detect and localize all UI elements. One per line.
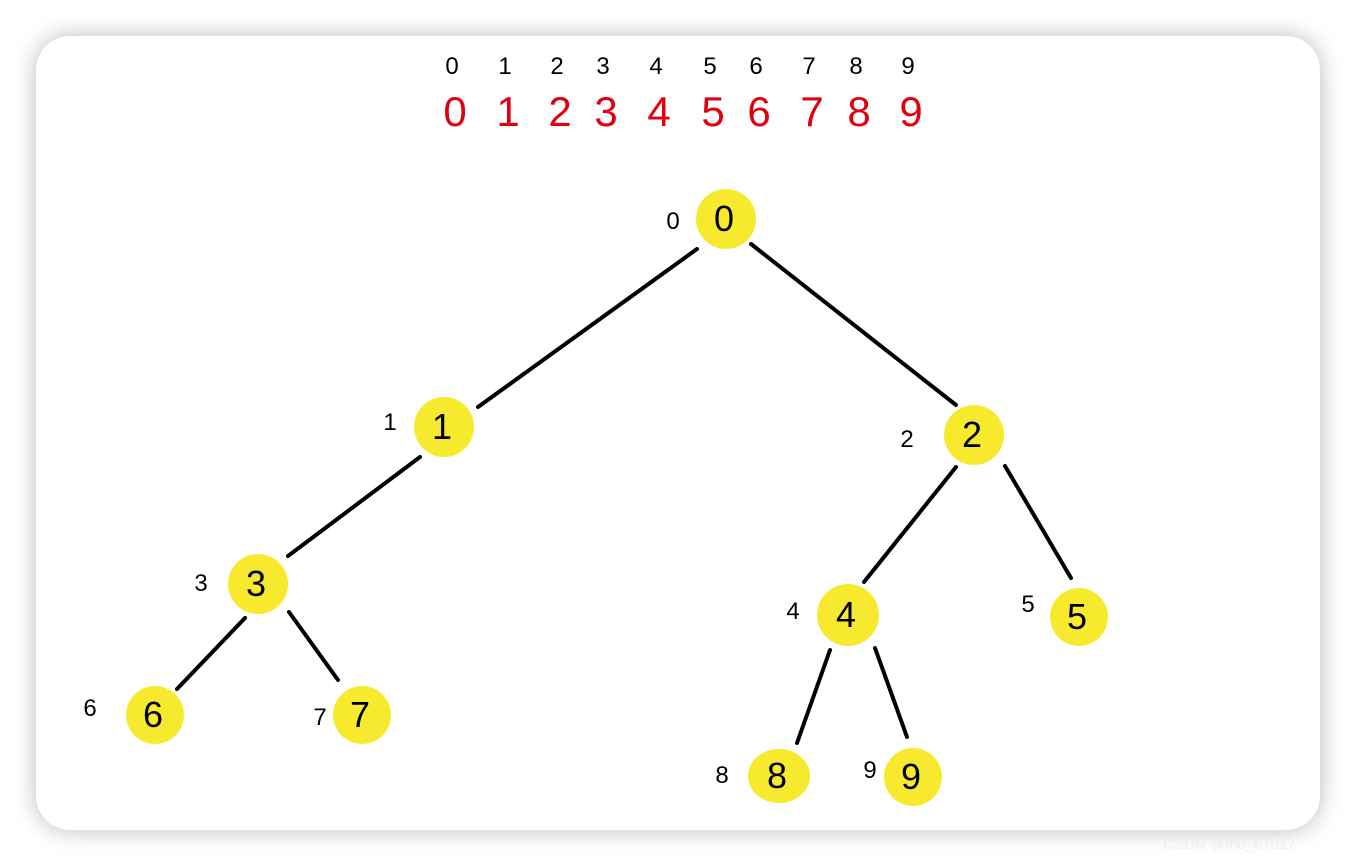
diagram-card <box>36 36 1320 830</box>
node-index-label: 9 <box>863 757 876 784</box>
node-circle <box>414 397 474 457</box>
array-index-2: 2 <box>550 53 563 80</box>
node-value: 4 <box>836 594 856 635</box>
node-value: 9 <box>901 756 921 797</box>
tree-node-2: 22 <box>900 405 1004 465</box>
node-index-label: 5 <box>1021 591 1034 618</box>
array-value-7: 7 <box>800 88 823 135</box>
node-index-label: 4 <box>786 598 799 625</box>
edge-2-4 <box>862 465 958 584</box>
node-circle <box>333 686 391 744</box>
node-index-label: 0 <box>666 208 679 235</box>
tree-node-6: 66 <box>83 686 184 744</box>
node-value: 7 <box>350 694 370 735</box>
array-index-3: 3 <box>596 53 609 80</box>
node-value: 5 <box>1067 596 1087 637</box>
edge-4-9 <box>873 646 909 739</box>
node-index-label: 1 <box>383 409 396 436</box>
node-circle <box>944 405 1004 465</box>
node-circle <box>696 189 756 249</box>
array-value-1: 1 <box>496 88 519 135</box>
edge-3-7 <box>287 610 340 682</box>
array-index-5: 5 <box>703 53 716 80</box>
array-index-8: 8 <box>849 53 862 80</box>
array-value-8: 8 <box>847 88 870 135</box>
array-index-7: 7 <box>802 53 815 80</box>
array-value-2: 2 <box>548 88 571 135</box>
edge-0-2 <box>749 242 958 407</box>
array-value-4: 4 <box>647 88 670 135</box>
array-value-9: 9 <box>899 88 922 135</box>
array-index-0: 0 <box>445 53 458 80</box>
array-index-4: 4 <box>649 53 662 80</box>
node-value: 2 <box>962 414 982 455</box>
edge-3-6 <box>175 616 247 691</box>
node-value: 3 <box>246 563 266 604</box>
tree-node-3: 33 <box>194 554 288 614</box>
tree-node-1: 11 <box>383 397 474 457</box>
node-index-label: 7 <box>313 704 326 731</box>
tree-node-0: 00 <box>666 189 756 249</box>
node-value: 0 <box>714 198 734 239</box>
tree-node-9: 99 <box>863 748 942 806</box>
array-index-9: 9 <box>901 53 914 80</box>
array-value-3: 3 <box>594 88 617 135</box>
node-circle <box>748 749 810 803</box>
node-value: 8 <box>767 755 787 796</box>
array-value-6: 6 <box>747 88 770 135</box>
array-index-6: 6 <box>749 53 762 80</box>
node-value: 6 <box>143 694 163 735</box>
node-index-label: 3 <box>194 570 207 597</box>
node-circle <box>1050 588 1108 646</box>
tree-node-7: 77 <box>313 686 391 744</box>
watermark: CSDN @m0_67017 <box>1163 836 1296 853</box>
tree-edges <box>175 242 1073 745</box>
node-value: 1 <box>432 406 452 447</box>
node-circle <box>884 748 942 806</box>
edge-2-5 <box>1003 464 1073 580</box>
node-circle <box>228 554 288 614</box>
node-index-label: 6 <box>83 695 96 722</box>
node-index-label: 2 <box>900 426 913 453</box>
edge-4-8 <box>795 648 832 745</box>
tree-node-8: 88 <box>715 749 810 803</box>
node-index-label: 8 <box>715 762 728 789</box>
node-circle <box>126 686 184 744</box>
array-index-1: 1 <box>498 53 511 80</box>
tree-node-4: 44 <box>786 584 879 646</box>
node-circle <box>817 584 879 646</box>
edge-1-3 <box>286 455 422 558</box>
edge-0-1 <box>476 247 699 409</box>
array-value-0: 0 <box>443 88 466 135</box>
array-value-5: 5 <box>701 88 724 135</box>
tree-node-5: 55 <box>1021 588 1108 646</box>
